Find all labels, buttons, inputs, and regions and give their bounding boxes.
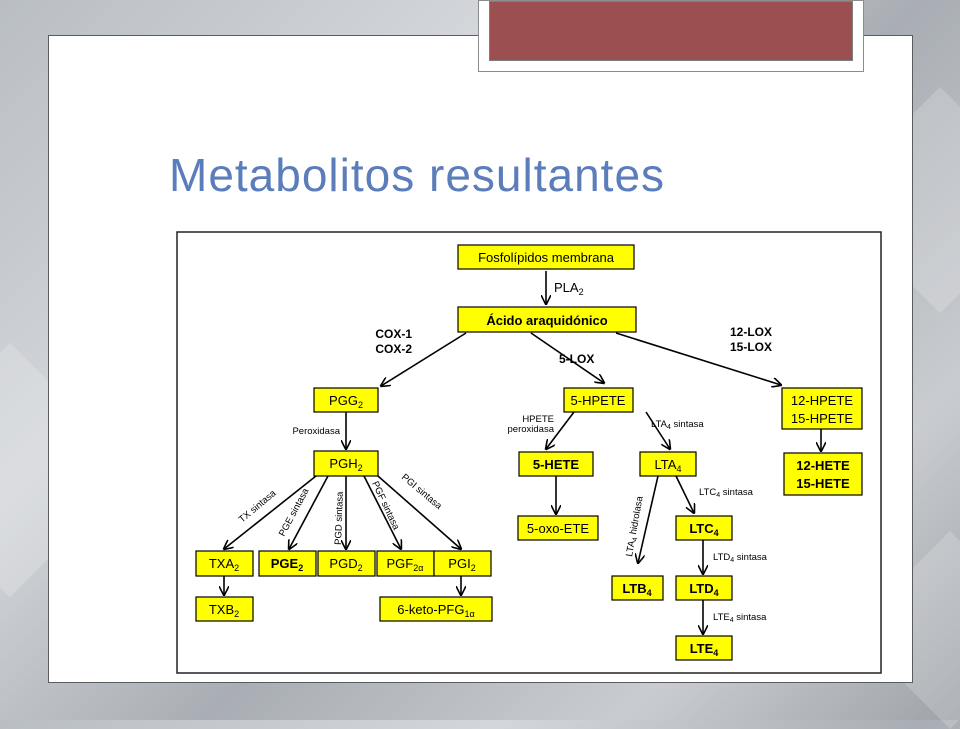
- node-5-hete: 5-HETE: [533, 457, 580, 472]
- label-ltd4-sintasa: LTD4 sintasa: [713, 552, 768, 564]
- box-lte4: [675, 635, 733, 661]
- label-cox1: COX-1: [375, 327, 412, 341]
- node-5-hpete: 5-HPETE: [571, 393, 626, 408]
- node-ltd4: LTD4: [689, 581, 718, 598]
- node-texts: Fosfolípidos membrana Ácido araquidónico…: [209, 250, 854, 658]
- label-hpete-peroxidasa-2: peroxidasa: [508, 424, 555, 435]
- box-fosfolipidos: [457, 244, 635, 270]
- node-pge2: PGE2: [271, 556, 303, 573]
- arrow: [377, 475, 461, 549]
- box-pgi2: [433, 550, 492, 577]
- node-acido-araquidonico: Ácido araquidónico: [486, 313, 607, 328]
- box-pge2: [258, 550, 317, 577]
- box-txa2: [195, 550, 254, 577]
- arrow: [289, 475, 329, 549]
- label-pgd-sintasa: PGD sintasa: [333, 491, 346, 545]
- arrow: [224, 475, 317, 549]
- box-12-hete: [783, 452, 863, 496]
- node-5-oxo-ete: 5-oxo-ETE: [527, 521, 589, 536]
- box-6-keto: [379, 596, 493, 622]
- label-12-lox: 12-LOX: [730, 325, 772, 339]
- arrow: [381, 332, 467, 386]
- box-5-hpete: [563, 387, 634, 413]
- arrow: [363, 475, 401, 549]
- arrow: [645, 411, 670, 449]
- node-15-hete: 15-HETE: [796, 476, 850, 491]
- node-lta4: LTA4: [655, 457, 682, 474]
- box-txb2: [195, 596, 254, 622]
- node-pgi2: PGI2: [448, 556, 475, 573]
- node-boxes: [195, 244, 863, 661]
- box-pgd2: [317, 550, 376, 577]
- label-15-lox: 15-LOX: [730, 340, 772, 354]
- arrow: [530, 332, 604, 383]
- node-12-hete: 12-HETE: [796, 458, 850, 473]
- node-lte4: LTE4: [690, 641, 719, 658]
- node-6-keto: 6-keto-PFG1α: [397, 602, 474, 619]
- box-lta4: [639, 451, 697, 477]
- label-peroxidasa: Peroxidasa: [292, 426, 340, 437]
- arrow: [546, 411, 575, 449]
- node-ltb4: LTB4: [622, 581, 651, 598]
- arrow: [675, 475, 694, 513]
- label-lte4-sintasa: LTE4 sintasa: [713, 612, 767, 624]
- box-acido-araquidonico: [457, 306, 637, 333]
- label-lta4-sintasa: LTA4 sintasa: [651, 419, 704, 431]
- node-pgg2: PGG2: [329, 393, 363, 410]
- box-pgh2: [313, 450, 379, 477]
- box-5-oxo-ete: [517, 515, 599, 541]
- box-5-hete: [518, 451, 594, 477]
- node-12-hpete: 12-HPETE: [791, 393, 853, 408]
- box-12-hpete: [781, 387, 863, 430]
- node-pgh2: PGH2: [329, 456, 362, 473]
- node-txa2: TXA2: [209, 556, 239, 573]
- node-fosfolipidos: Fosfolípidos membrana: [478, 250, 615, 265]
- node-15-hpete: 15-HPETE: [791, 411, 853, 426]
- slide-panel: Metabolitos resultantes: [48, 35, 913, 683]
- label-pla2: PLA2: [554, 280, 584, 297]
- box-ltd4: [675, 575, 733, 601]
- box-ltb4: [611, 575, 664, 601]
- label-ltc4-sintasa: LTC4 sintasa: [699, 487, 754, 499]
- box-ltc4: [675, 515, 733, 541]
- node-pgf2a: PGF2α: [387, 556, 424, 573]
- label-5-lox: 5-LOX: [559, 352, 594, 366]
- node-txb2: TXB2: [209, 602, 239, 619]
- box-pgg2: [313, 387, 379, 413]
- accent-tab: [489, 1, 853, 61]
- node-ltc4: LTC4: [689, 521, 718, 538]
- node-pgd2: PGD2: [329, 556, 362, 573]
- slide-title: Metabolitos resultantes: [169, 149, 666, 201]
- arrow: [638, 475, 659, 563]
- arrow: [615, 332, 781, 385]
- label-cox2: COX-2: [375, 342, 412, 356]
- label-hpete-peroxidasa-1: HPETE: [522, 414, 554, 425]
- accent-tab-frame: [478, 0, 864, 72]
- arrows: [224, 271, 821, 634]
- metabolic-pathway-diagram: Fosfolípidos membrana Ácido araquidónico…: [176, 231, 882, 674]
